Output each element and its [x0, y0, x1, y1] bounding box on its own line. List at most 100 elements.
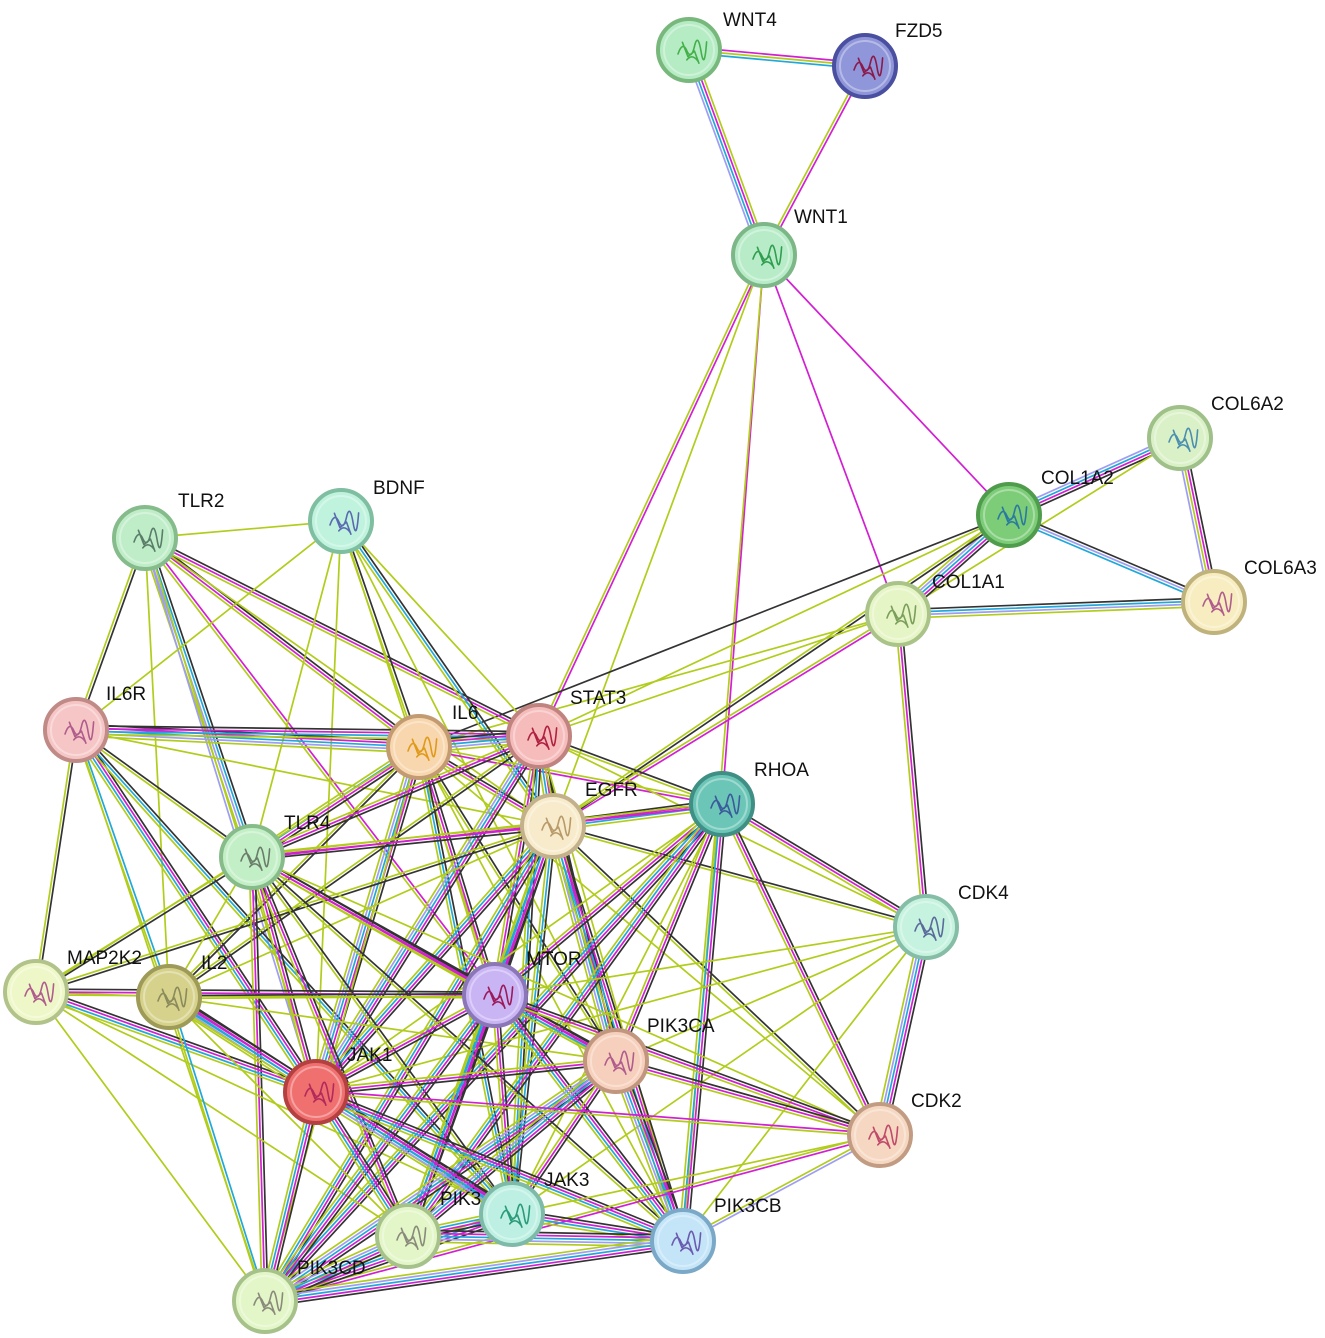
- edge-mtor-jak1-magenta: [315, 994, 496, 1093]
- node-fzd5[interactable]: FZD5: [832, 21, 943, 99]
- node-circle[interactable]: [3, 959, 69, 1025]
- edge-tlr4-pik3r1-yellow: [248, 857, 407, 1238]
- node-jak3[interactable]: JAK3: [479, 1170, 589, 1247]
- node-label: TLR2: [178, 491, 224, 512]
- node-circle[interactable]: [832, 33, 898, 99]
- node-il6[interactable]: IL6: [386, 703, 478, 780]
- node-circle[interactable]: [1147, 405, 1213, 471]
- edge-il6r-stat3-yellow: [75, 733, 540, 742]
- edge-pik3ca-pik3cd-lavender: [262, 1057, 616, 1300]
- edge-pik3r1-pik3cb-yellow: [407, 1240, 684, 1248]
- edge-egfr-pik3cd-magenta: [265, 825, 556, 1303]
- node-label: WNT4: [723, 10, 777, 31]
- node-bdnf[interactable]: BDNF: [308, 478, 425, 554]
- edge-tlr4-pik3cb-yellow: [250, 857, 683, 1243]
- node-jak1[interactable]: JAK1: [283, 1045, 392, 1125]
- node-label: STAT3: [570, 688, 626, 709]
- edge-pik3ca-pik3cd-yellow: [260, 1055, 614, 1298]
- node-il6r[interactable]: IL6R: [43, 684, 146, 763]
- edge-tlr2-il6r-black: [76, 537, 148, 732]
- node-circle[interactable]: [656, 17, 722, 83]
- node-circle[interactable]: [847, 1102, 913, 1168]
- node-label: FZD5: [895, 21, 943, 42]
- node-inner-ring: [315, 495, 367, 547]
- node-label: TLR4: [284, 813, 331, 834]
- node-pik3cb[interactable]: PIK3CB: [650, 1196, 782, 1274]
- node-circle[interactable]: [136, 964, 202, 1030]
- edge-tlr4-pik3cd-yellow: [248, 856, 263, 1302]
- edge-wnt1-col1a2-magenta: [763, 254, 1010, 516]
- node-circle[interactable]: [462, 962, 528, 1028]
- node-circle[interactable]: [386, 714, 452, 780]
- edge-tlr2-il6-yellow: [142, 539, 419, 751]
- node-circle[interactable]: [1181, 569, 1247, 635]
- edge-tlr2-mtor-magenta: [145, 536, 498, 995]
- node-pik3r1[interactable]: PIK3: [375, 1189, 481, 1269]
- node-circle[interactable]: [865, 581, 931, 647]
- node-circle[interactable]: [583, 1028, 649, 1094]
- edge-il6r-stat3-black: [75, 724, 540, 733]
- edge-tlr4-jak1-magenta: [251, 856, 317, 1093]
- edge-tlr4-cdk2-yellow: [251, 856, 881, 1136]
- node-wnt1[interactable]: WNT1: [731, 207, 848, 288]
- node-col1a1[interactable]: COL1A1: [865, 572, 1005, 647]
- node-tlr2[interactable]: TLR2: [112, 491, 224, 571]
- edge-jak1-pik3cd-black: [268, 1092, 322, 1303]
- node-pik3ca[interactable]: PIK3CA: [583, 1016, 715, 1094]
- edge-rhoa-cdk2-black: [723, 801, 884, 1135]
- edge-rhoa-pik3cd-magenta: [265, 804, 724, 1303]
- node-stat3[interactable]: STAT3: [506, 688, 626, 769]
- edge-col1a1-cdk4-magenta: [897, 613, 927, 928]
- edge-rhoa-tlr4-magenta: [251, 804, 724, 860]
- node-circle[interactable]: [43, 697, 109, 763]
- node-circle[interactable]: [112, 505, 178, 571]
- node-circle[interactable]: [506, 703, 572, 769]
- node-egfr[interactable]: EGFR: [520, 780, 638, 859]
- edge-stat3-jak1-lavender: [312, 733, 538, 1092]
- node-circle[interactable]: [650, 1208, 716, 1274]
- node-circle[interactable]: [689, 771, 755, 837]
- node-circle[interactable]: [219, 824, 285, 890]
- node-circle[interactable]: [375, 1203, 441, 1269]
- edge-wnt1-stat3-yellow: [536, 253, 764, 737]
- edge-rhoa-tlr4-yellow: [250, 801, 723, 857]
- node-circle[interactable]: [893, 894, 959, 960]
- edge-tlr4-pik3cd-magenta: [251, 856, 266, 1302]
- node-rhoa[interactable]: RHOA: [689, 760, 809, 837]
- node-cdk4[interactable]: CDK4: [893, 883, 1009, 960]
- node-mtor[interactable]: MTOR: [462, 949, 582, 1028]
- node-inner-ring: [854, 1109, 906, 1161]
- edge-col1a1-col6a3-black: [896, 596, 1215, 611]
- node-col6a3[interactable]: COL6A3: [1181, 558, 1317, 635]
- protein-structure-icon: [133, 527, 164, 552]
- edge-rhoa-cdk4-magenta: [721, 803, 927, 928]
- node-label: MTOR: [526, 949, 582, 970]
- node-cdk2[interactable]: CDK2: [847, 1091, 962, 1168]
- edge-il6-pik3cb-yellow: [418, 746, 684, 1242]
- edge-jak1-pik3cb-yellow: [313, 1095, 683, 1246]
- node-circle[interactable]: [479, 1181, 545, 1247]
- edge-tlr4-map2k2-black: [35, 857, 254, 995]
- edge-egfr-cdk2-black: [553, 824, 882, 1135]
- node-label: JAK3: [544, 1170, 589, 1191]
- node-inner-ring: [239, 1275, 291, 1327]
- node-circle[interactable]: [731, 222, 797, 288]
- edge-cdk2-jak3-yellow: [511, 1134, 881, 1215]
- node-il2[interactable]: IL2: [136, 953, 227, 1030]
- node-circle[interactable]: [976, 482, 1042, 548]
- node-label: IL6R: [106, 684, 146, 705]
- node-tlr4[interactable]: TLR4: [219, 813, 331, 890]
- node-pik3cd[interactable]: PIK3CD: [232, 1258, 366, 1334]
- node-label: BDNF: [373, 478, 425, 499]
- node-col1a2[interactable]: COL1A2: [976, 468, 1114, 548]
- node-label: PIK3CD: [297, 1258, 366, 1279]
- node-map2k2[interactable]: MAP2K2: [3, 948, 142, 1025]
- node-circle[interactable]: [232, 1268, 298, 1334]
- node-circle[interactable]: [283, 1059, 349, 1125]
- node-circle[interactable]: [308, 488, 374, 554]
- node-col6a2[interactable]: COL6A2: [1147, 394, 1284, 471]
- edge-il6r-il6-yellow: [74, 734, 420, 754]
- node-circle[interactable]: [520, 793, 586, 859]
- edge-il2-pik3r1-yellow: [168, 996, 409, 1237]
- node-wnt4[interactable]: WNT4: [656, 10, 777, 83]
